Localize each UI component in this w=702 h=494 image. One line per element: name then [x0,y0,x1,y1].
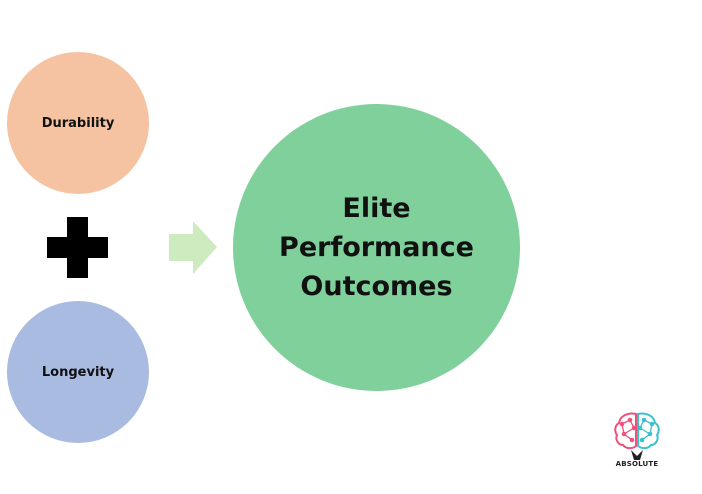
durability-node: Durability [7,52,149,194]
brain-head-logo [614,412,660,460]
durability-label: Durability [41,115,115,131]
plus-icon [47,217,108,278]
arrow-right-icon [169,221,217,274]
elite-performance-outcomes-node: Elite Performance Outcomes [233,104,520,391]
outcome-line-1: Elite [342,193,411,224]
outcome-line-3: Outcomes [300,271,453,302]
longevity-label: Longevity [41,364,115,380]
outcome-label: Elite Performance Outcomes [279,189,474,306]
longevity-node: Longevity [7,301,149,443]
logo-text: ABSOLUTE [615,460,659,468]
outcome-line-2: Performance [279,232,474,263]
